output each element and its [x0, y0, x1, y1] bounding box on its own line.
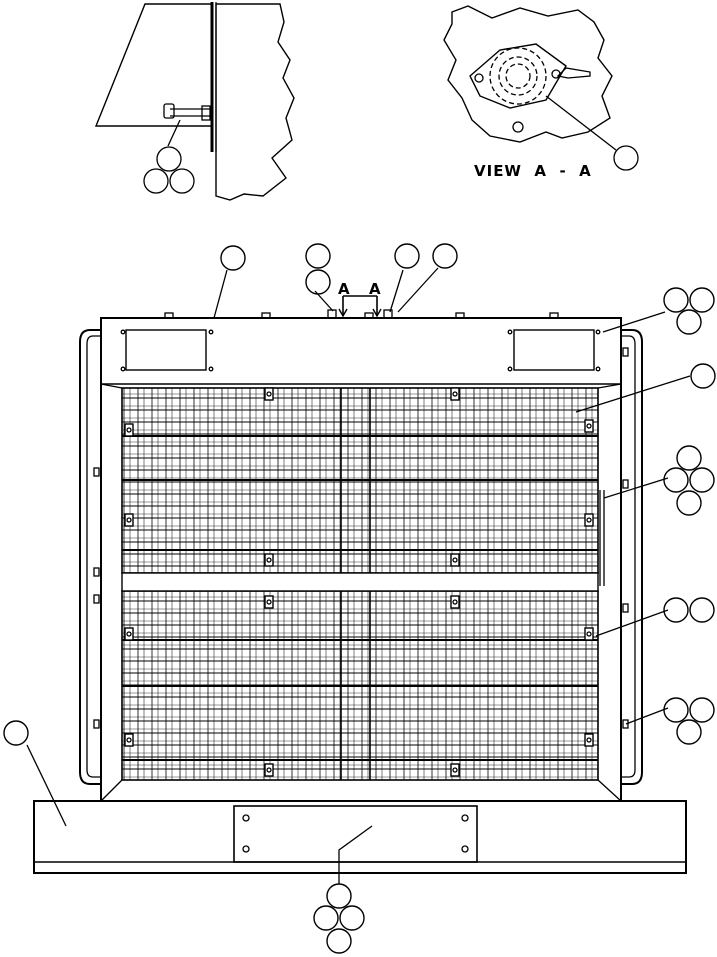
- radiator-core-grille: [121, 387, 599, 781]
- callout-bubble: [156, 146, 182, 172]
- callout-bubble: [143, 168, 169, 194]
- core-clamps: [124, 387, 594, 777]
- detail-view-left: [94, 2, 295, 201]
- callout-bubble: [613, 145, 639, 171]
- callout-bubbles: [3, 243, 716, 954]
- callout-bubble: [169, 168, 195, 194]
- section-marker-left-label: A: [338, 280, 350, 298]
- leader-lines: [26, 267, 691, 884]
- section-marker-a-a: [338, 295, 382, 318]
- core-divider: [121, 572, 599, 592]
- section-marker-right-label: A: [369, 280, 381, 298]
- view-a-a: [443, 5, 639, 171]
- base-skid: [33, 800, 687, 874]
- top-edge-bolts: [164, 309, 559, 319]
- view-a-a-label: VIEW A - A: [474, 162, 592, 180]
